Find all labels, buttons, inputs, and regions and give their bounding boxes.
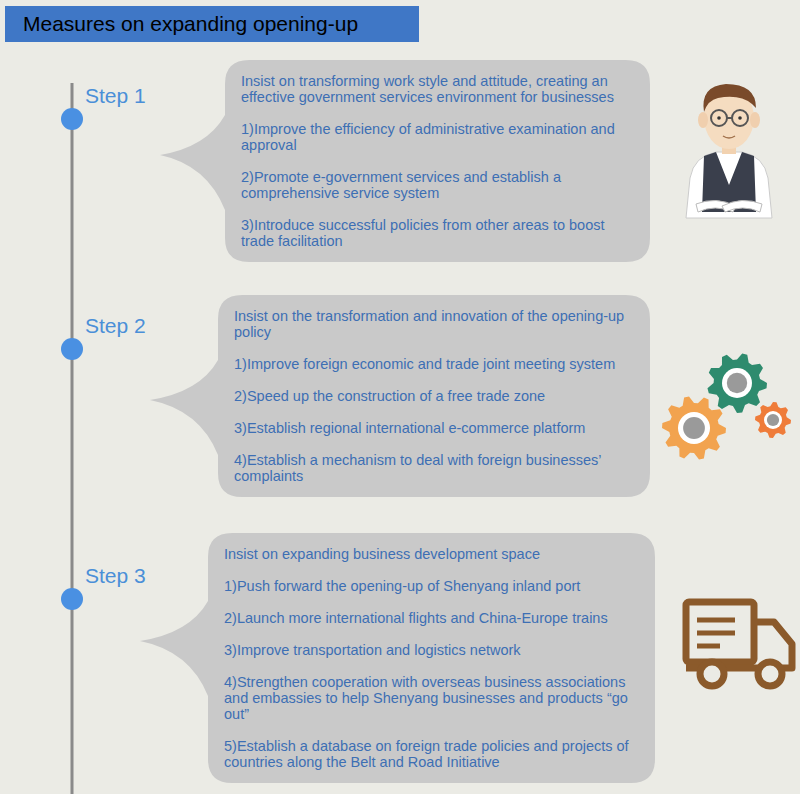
step-label: Step 2	[85, 314, 146, 338]
bubble-item: 4)Establish a mechanism to deal with for…	[234, 452, 636, 484]
bubble-item: 2)Speed up the construction of a free tr…	[234, 388, 636, 404]
bubble-shape	[160, 60, 650, 262]
timeline-dot	[61, 338, 83, 360]
bubble-heading: Insist on transforming work style and at…	[241, 73, 636, 105]
bubble-item: 4)Strengthen cooperation with overseas b…	[224, 674, 641, 722]
bubble-item: 1)Improve foreign economic and trade joi…	[234, 356, 636, 372]
step-label: Step 1	[85, 84, 146, 108]
speech-bubble: Insist on transforming work style and at…	[160, 60, 650, 262]
bubble-item: 1)Push forward the opening-up of Shenyan…	[224, 578, 641, 594]
bubble-item: 2)Promote e-government services and esta…	[241, 169, 636, 201]
timeline-line	[71, 83, 74, 794]
bubble-heading: Insist on expanding business development…	[224, 546, 641, 562]
bubble-item: 5)Establish a database on foreign trade …	[224, 738, 641, 770]
timeline-dot	[61, 588, 83, 610]
truck-icon	[686, 602, 792, 686]
timeline-dot	[61, 108, 83, 130]
title-text: Measures on expanding opening-up	[23, 12, 358, 36]
bubble-shape	[150, 295, 650, 497]
bubble-item: 3)Introduce successful policies from oth…	[241, 217, 636, 249]
step-label: Step 3	[85, 564, 146, 588]
bubble-item: 3)Improve transportation and logistics n…	[224, 642, 641, 658]
bubble-item: 3)Establish regional international e-com…	[234, 420, 636, 436]
title-bar: Measures on expanding opening-up	[5, 6, 419, 42]
gears-icon	[662, 353, 791, 459]
speech-bubble: Insist on the transformation and innovat…	[150, 295, 650, 497]
bubble-heading: Insist on the transformation and innovat…	[234, 308, 636, 340]
man-icon	[686, 84, 772, 218]
bubble-shape	[140, 533, 655, 783]
bubble-item: 2)Launch more international flights and …	[224, 610, 641, 626]
bubble-item: 1)Improve the efficiency of administrati…	[241, 121, 636, 153]
speech-bubble: Insist on expanding business development…	[140, 533, 655, 783]
